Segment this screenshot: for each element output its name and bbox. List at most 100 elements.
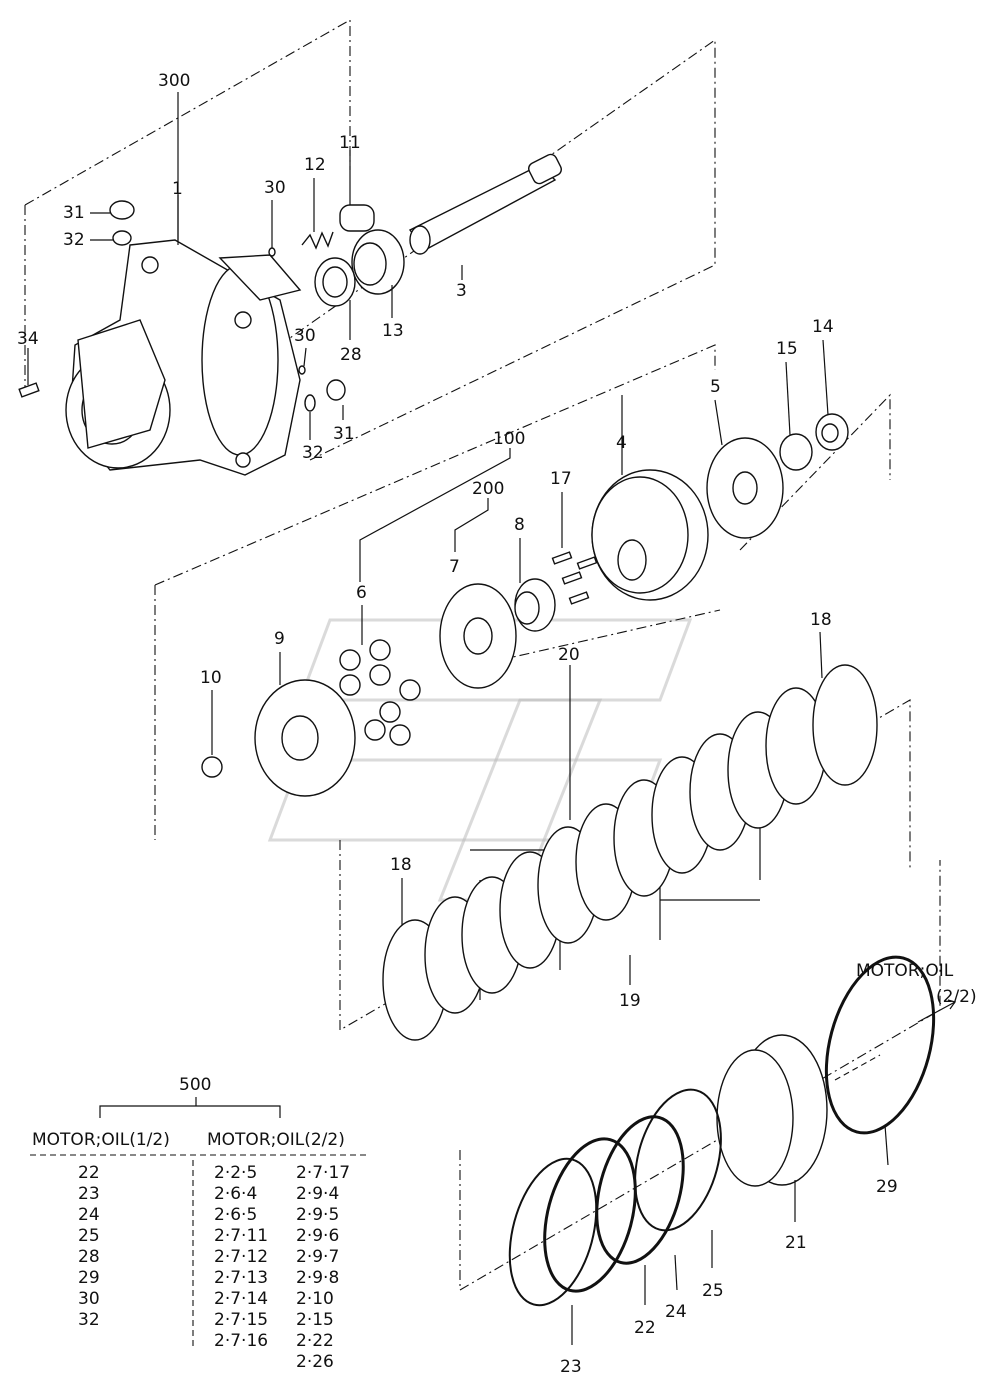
pistons-6 <box>339 639 421 746</box>
callout-6: 6 <box>356 583 367 603</box>
callout-31-bottom: 31 <box>333 424 355 444</box>
piston-21 <box>716 1034 828 1187</box>
leader-lines <box>27 92 889 1345</box>
callout-5: 5 <box>710 377 721 397</box>
pin-30-top <box>268 247 276 257</box>
seal-28 <box>314 257 356 307</box>
kit-title: 500 <box>179 1075 211 1095</box>
callout-28: 28 <box>340 345 362 365</box>
motor-housing <box>65 239 302 476</box>
callout-14: 14 <box>812 317 834 337</box>
col3-value: 2·22 <box>296 1331 334 1351</box>
friction-plates <box>382 664 878 1041</box>
callout-34: 34 <box>17 329 39 349</box>
callout-100: 100 <box>493 429 525 449</box>
callout-7: 7 <box>449 557 460 577</box>
callout-30-bottom: 30 <box>294 326 316 346</box>
callout-12: 12 <box>304 155 326 175</box>
col3-value: 2·9·8 <box>296 1268 339 1288</box>
col2-value: 2·7·16 <box>214 1331 268 1351</box>
assembly-frames <box>24 19 941 1291</box>
col2-value: 2·6·5 <box>214 1205 257 1225</box>
col2-value: 2·7·11 <box>214 1226 268 1246</box>
col1-value: 30 <box>78 1289 100 1309</box>
callout-32-bottom: 32 <box>302 443 324 463</box>
callout-11: 11 <box>339 133 361 153</box>
col1-value: 24 <box>78 1205 100 1225</box>
plug-31-bottom <box>326 379 346 401</box>
col2-value: 2·7·12 <box>214 1247 268 1267</box>
callout-8: 8 <box>514 515 525 535</box>
bearing-15 <box>779 433 813 471</box>
plug-31-top <box>109 200 135 220</box>
swash-plate-9 <box>254 679 356 797</box>
motor-oil-note: MOTOR;OIL (2/2) <box>856 961 977 1007</box>
col1-value: 25 <box>78 1226 100 1246</box>
col3-value: 2·26 <box>296 1352 334 1372</box>
callout-200: 200 <box>472 479 504 499</box>
col2-value: 2·6·4 <box>214 1184 257 1204</box>
callout-24: 24 <box>665 1302 687 1322</box>
callout-9: 9 <box>274 629 285 649</box>
callout-31-top: 31 <box>63 203 85 223</box>
ring-23 <box>508 1157 598 1307</box>
callout-13: 13 <box>382 321 404 341</box>
plate-5 <box>706 437 784 539</box>
col3-value: 2·9·5 <box>296 1205 339 1225</box>
col2-value: 2·7·14 <box>214 1289 268 1309</box>
callout-25: 25 <box>702 1281 724 1301</box>
callout-21: 21 <box>785 1233 807 1253</box>
col1-value: 29 <box>78 1268 100 1288</box>
pin-34 <box>18 382 40 398</box>
col2-value: 2·7·15 <box>214 1310 268 1330</box>
callout-300: 300 <box>158 71 190 91</box>
callout-3: 3 <box>456 281 467 301</box>
callout-19: 19 <box>619 991 641 1011</box>
callout-1: 1 <box>172 179 183 199</box>
callout-17: 17 <box>550 469 572 489</box>
callout-4: 4 <box>616 433 627 453</box>
callout-32-top: 32 <box>63 230 85 250</box>
pin-30-bottom <box>298 365 306 375</box>
col3-value: 2·7·17 <box>296 1163 350 1183</box>
note-line1: MOTOR;OIL <box>856 961 954 981</box>
col2-value: 2·7·13 <box>214 1268 268 1288</box>
callout-15: 15 <box>776 339 798 359</box>
ring-24 <box>595 1115 685 1265</box>
col1-value: 28 <box>78 1247 100 1267</box>
retainer-plate-7 <box>439 583 517 689</box>
bushing-11 <box>339 204 375 232</box>
col3-value: 2·15 <box>296 1310 334 1330</box>
gear-4 <box>591 469 709 601</box>
callout-10: 10 <box>200 668 222 688</box>
kit-table: 500 MOTOR;OIL(1/2) MOTOR;OIL(2/2) 222324… <box>30 1075 370 1372</box>
callout-29: 29 <box>876 1177 898 1197</box>
pins-17 <box>551 551 598 605</box>
col1-header: MOTOR;OIL(1/2) <box>32 1130 170 1150</box>
ring-32-top <box>112 230 132 246</box>
o-ring-29 <box>824 955 936 1135</box>
bearing-14 <box>815 413 849 451</box>
col3-value: 2·10 <box>296 1289 334 1309</box>
ring-25 <box>634 1088 722 1232</box>
bearing-13 <box>351 229 405 295</box>
col3-value: 2·9·7 <box>296 1247 339 1267</box>
col1-value: 22 <box>78 1163 100 1183</box>
spring-12 <box>301 231 334 250</box>
ring-32-bottom <box>304 394 316 412</box>
col3-value: 2·9·4 <box>296 1184 339 1204</box>
ring-22 <box>543 1137 637 1293</box>
callout-30-top: 30 <box>264 178 286 198</box>
ring-8 <box>514 578 556 632</box>
callout-18-bottom: 18 <box>390 855 412 875</box>
callout-22: 22 <box>634 1318 656 1338</box>
col3-values: 2·7·172·9·42·9·52·9·62·9·72·9·82·102·152… <box>296 1163 350 1372</box>
shaft-3 <box>408 153 562 255</box>
col3-value: 2·9·6 <box>296 1226 339 1246</box>
col2-value: 2·2·5 <box>214 1163 257 1183</box>
callout-18-top: 18 <box>810 610 832 630</box>
col2-values: 2·2·52·6·42·6·52·7·112·7·122·7·132·7·142… <box>214 1163 268 1351</box>
callouts: 300 1 31 32 34 30 12 11 3 13 28 30 31 32… <box>17 71 898 1377</box>
